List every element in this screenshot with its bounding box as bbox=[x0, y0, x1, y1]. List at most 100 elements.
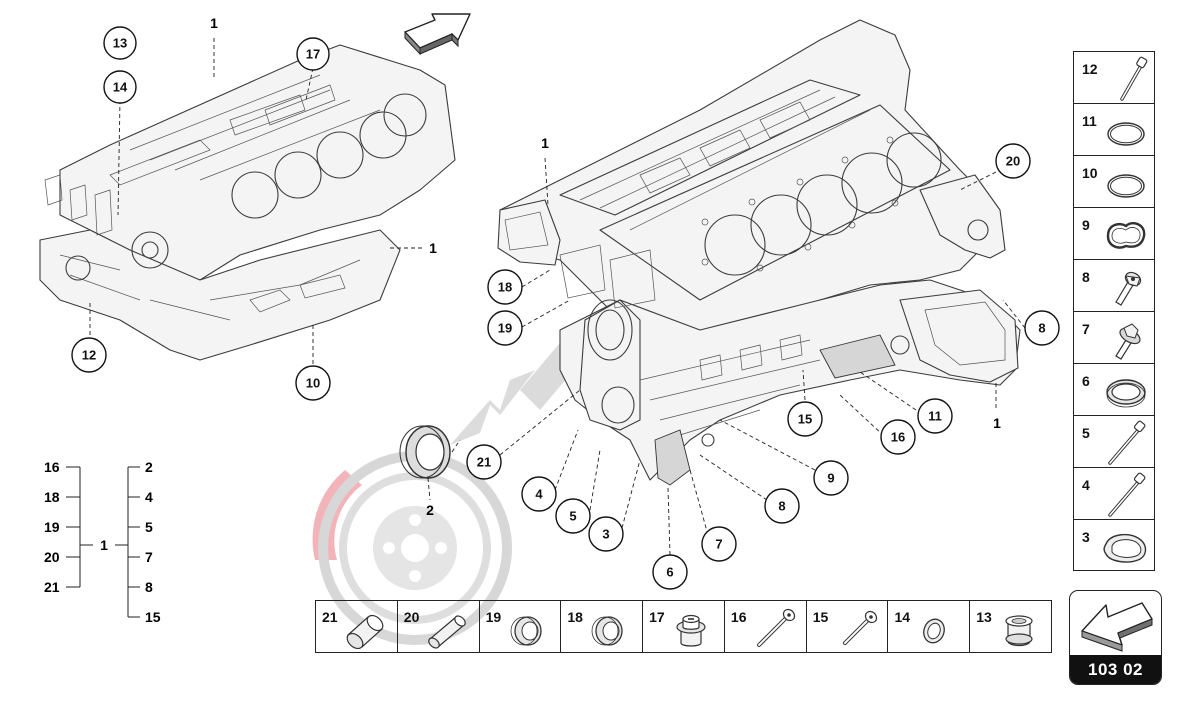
tree-root-1: 1 bbox=[100, 537, 108, 553]
svg-text:12: 12 bbox=[82, 348, 96, 363]
svg-text:17: 17 bbox=[306, 47, 320, 62]
tree-left-20: 20 bbox=[44, 549, 60, 565]
previous-page-arrow-icon bbox=[1081, 602, 1153, 652]
part-cell-14[interactable]: 14 bbox=[888, 601, 971, 652]
tree-left-21: 21 bbox=[44, 579, 60, 595]
label-1-left-top: 1 bbox=[210, 15, 218, 31]
part-number: 20 bbox=[403, 609, 420, 625]
callout-12[interactable]: 12 bbox=[71, 337, 107, 373]
part-cell-17[interactable]: 17 bbox=[643, 601, 725, 652]
tree-right-5: 5 bbox=[145, 519, 153, 535]
callout-16[interactable]: 16 bbox=[880, 419, 916, 455]
left-view-leaders bbox=[89, 38, 425, 365]
page-code: 103 02 bbox=[1070, 655, 1161, 684]
label-1-left-side: 1 bbox=[429, 240, 437, 256]
part-cell-3[interactable]: 3 bbox=[1074, 520, 1154, 572]
tree-right-15: 15 bbox=[145, 609, 161, 625]
side-parts-panel: 12 11 10 9 bbox=[1073, 51, 1155, 571]
part-number: 18 bbox=[567, 609, 583, 625]
callout-5[interactable]: 5 bbox=[555, 498, 591, 534]
callout-14[interactable]: 14 bbox=[103, 70, 137, 104]
ring-icon bbox=[591, 616, 623, 646]
part-number: 10 bbox=[1082, 165, 1098, 181]
svg-text:9: 9 bbox=[827, 471, 834, 486]
part-cell-9[interactable]: 9 bbox=[1074, 208, 1154, 260]
svg-text:14: 14 bbox=[113, 80, 128, 95]
part-number: 11 bbox=[1082, 113, 1097, 129]
part-cell-20[interactable]: 20 bbox=[398, 601, 480, 652]
part-cell-18[interactable]: 18 bbox=[561, 601, 644, 652]
part-number: 6 bbox=[1082, 373, 1090, 389]
sealing-ring-icon bbox=[1106, 379, 1146, 408]
part-cell-6[interactable]: 6 bbox=[1074, 364, 1154, 416]
svg-text:10: 10 bbox=[306, 376, 320, 391]
callout-10[interactable]: 10 bbox=[295, 365, 331, 401]
part-number: 7 bbox=[1082, 321, 1090, 337]
callout-18[interactable]: 18 bbox=[487, 269, 523, 305]
label-1-main-right: 1 bbox=[993, 415, 1001, 431]
part-number: 4 bbox=[1082, 477, 1090, 493]
svg-text:8: 8 bbox=[778, 499, 785, 514]
callout-15[interactable]: 15 bbox=[787, 401, 823, 437]
part-number: 8 bbox=[1082, 269, 1090, 285]
part-cell-12[interactable]: 12 bbox=[1074, 52, 1154, 104]
callout-11[interactable]: 11 bbox=[917, 398, 953, 434]
svg-text:15: 15 bbox=[798, 412, 812, 427]
short-bolt-icon bbox=[1115, 271, 1142, 306]
svg-text:7: 7 bbox=[715, 537, 722, 552]
tree-left-18: 18 bbox=[44, 489, 60, 505]
o-ring-icon bbox=[1107, 122, 1145, 146]
callout-19[interactable]: 19 bbox=[487, 310, 523, 346]
long-bolt-icon bbox=[1108, 420, 1146, 465]
part-cell-19[interactable]: 19 bbox=[480, 601, 562, 652]
main-view-leaders bbox=[427, 157, 1026, 556]
callout-4[interactable]: 4 bbox=[521, 476, 557, 512]
part-cell-11[interactable]: 11 bbox=[1074, 104, 1154, 156]
part-number: 14 bbox=[894, 609, 911, 625]
callout-3[interactable]: 3 bbox=[588, 516, 624, 552]
part-cell-16[interactable]: 16 bbox=[725, 601, 807, 652]
bolt-icon bbox=[756, 608, 796, 647]
svg-text:19: 19 bbox=[498, 321, 512, 336]
callout-8-bottom[interactable]: 8 bbox=[764, 488, 800, 524]
part-cell-10[interactable]: 10 bbox=[1074, 156, 1154, 208]
part-number: 16 bbox=[730, 609, 747, 625]
svg-text:13: 13 bbox=[113, 36, 127, 51]
seal-gasket-icon bbox=[1103, 533, 1147, 563]
bottom-parts-panel: 21 20 19 18 bbox=[315, 600, 1052, 653]
callout-6[interactable]: 6 bbox=[652, 554, 688, 590]
watermark-brake-disc bbox=[312, 451, 512, 645]
label-2-seal: 2 bbox=[426, 502, 434, 518]
part-number: 3 bbox=[1082, 529, 1090, 545]
callout-17[interactable]: 17 bbox=[296, 37, 330, 71]
tree-right-2: 2 bbox=[145, 459, 153, 475]
sleeve-icon bbox=[346, 614, 384, 649]
part-cell-4[interactable]: 4 bbox=[1074, 468, 1154, 520]
part-cell-15[interactable]: 15 bbox=[807, 601, 889, 652]
callout-7[interactable]: 7 bbox=[701, 526, 737, 562]
callout-9[interactable]: 9 bbox=[813, 460, 849, 496]
svg-text:3: 3 bbox=[602, 527, 609, 542]
callout-13[interactable]: 13 bbox=[103, 26, 137, 60]
seal-ring-part bbox=[399, 425, 451, 479]
svg-text:16: 16 bbox=[891, 430, 905, 445]
dowel-sleeve-icon bbox=[427, 615, 466, 649]
previous-page-nav[interactable]: 103 02 bbox=[1069, 590, 1162, 685]
tree-right-7: 7 bbox=[145, 549, 153, 565]
svg-text:11: 11 bbox=[928, 409, 942, 424]
part-cell-8[interactable]: 8 bbox=[1074, 260, 1154, 312]
svg-text:5: 5 bbox=[569, 509, 576, 524]
part-cell-5[interactable]: 5 bbox=[1074, 416, 1154, 468]
orientation-arrow-icon bbox=[404, 13, 471, 56]
callout-20[interactable]: 20 bbox=[995, 143, 1031, 179]
svg-text:6: 6 bbox=[666, 565, 673, 580]
bolt-icon bbox=[842, 610, 877, 645]
part-cell-7[interactable]: 7 bbox=[1074, 312, 1154, 364]
callout-21[interactable]: 21 bbox=[466, 444, 502, 480]
part-cell-13[interactable]: 13 bbox=[970, 601, 1051, 652]
left-engine-view bbox=[39, 44, 456, 361]
callout-8-right[interactable]: 8 bbox=[1024, 310, 1060, 346]
profile-gasket-icon bbox=[1106, 222, 1146, 249]
part-cell-21[interactable]: 21 bbox=[316, 601, 398, 652]
